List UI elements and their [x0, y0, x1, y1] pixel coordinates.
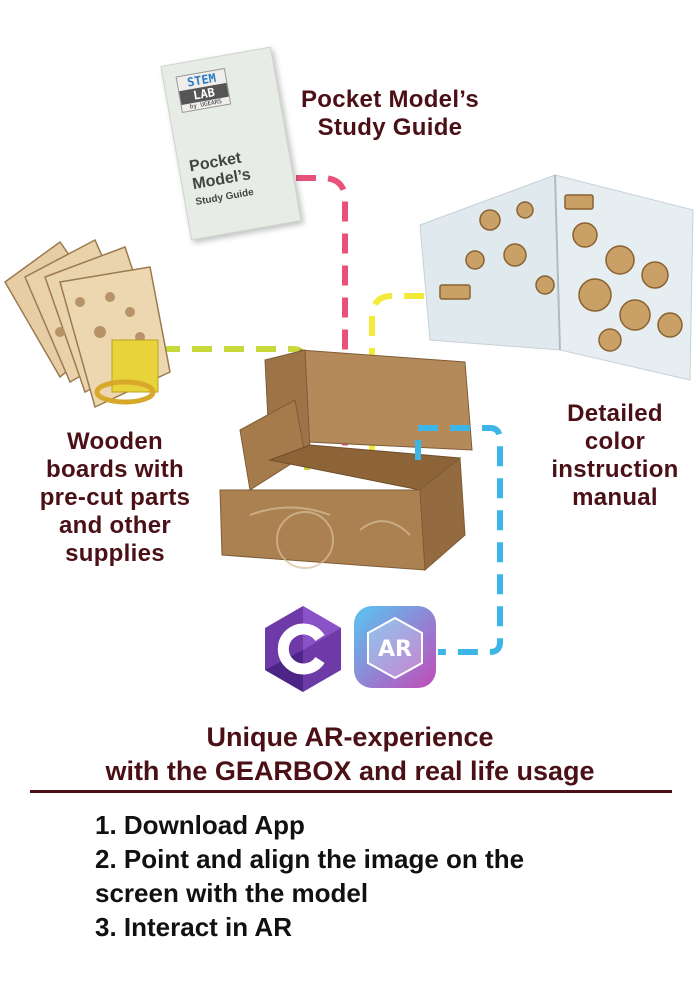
label-study-guide: Pocket Model’s Study Guide — [300, 86, 480, 141]
app-c-icon — [265, 606, 341, 692]
wooden-boards-image — [4, 238, 171, 409]
label-boards: Wooden boards with pre-cut parts and oth… — [39, 428, 191, 567]
step-item: screen with the model — [95, 878, 369, 908]
connector-manual — [369, 293, 488, 470]
cardboard-box-image — [219, 349, 473, 572]
svg-text:AR: AR — [378, 637, 412, 662]
ar-app-icon: AR — [354, 606, 436, 688]
connector-study-guide — [296, 175, 348, 455]
step-item: 3. Interact in AR — [95, 912, 292, 942]
ar-steps-list: 1. Download App 2. Point and align the i… — [95, 808, 685, 944]
ar-headline: Unique AR-experience with the GEARBOX an… — [105, 722, 595, 786]
step-item: 2. Point and align the image on the — [95, 844, 525, 874]
step-item: 1. Download App — [95, 810, 305, 840]
instruction-manual-image — [419, 174, 694, 381]
divider-rule — [30, 790, 672, 793]
label-manual: Detailed color instruction manual — [551, 400, 679, 511]
